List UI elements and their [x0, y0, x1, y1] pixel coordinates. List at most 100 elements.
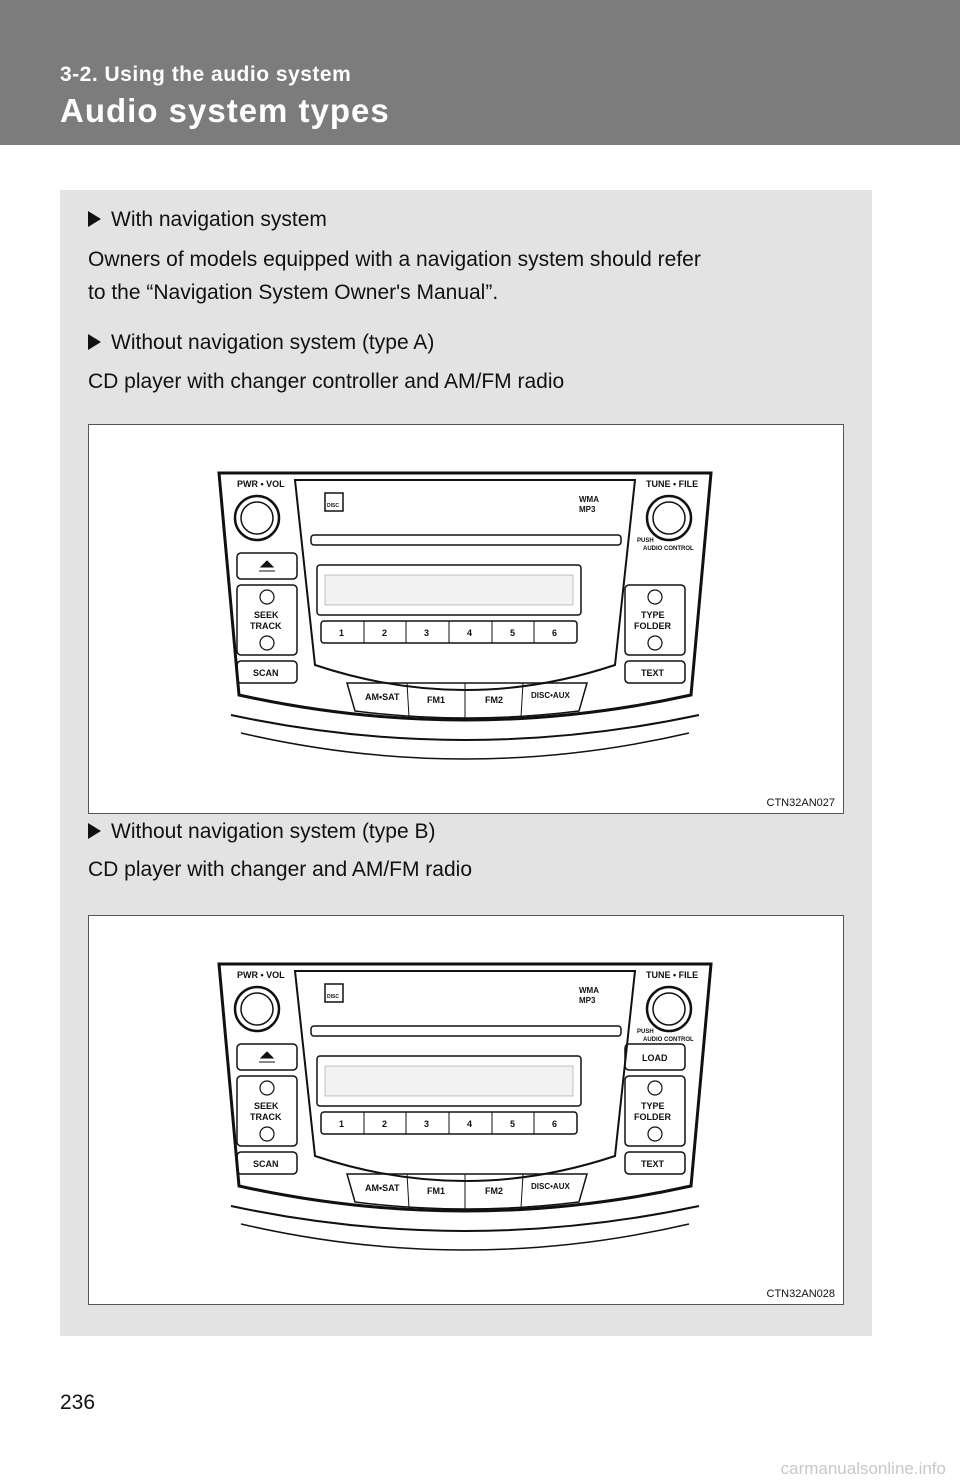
am-sat-label: AM•SAT: [365, 1183, 400, 1193]
chevron-down-icon: [647, 1126, 663, 1142]
figure-audio-type-b: PWR • VOL TUNE • FILE PUSH AUDIO CONTROL…: [88, 915, 844, 1305]
type-folder-button: [624, 1075, 686, 1147]
preset-1-label: 1: [339, 1119, 344, 1129]
item-heading-type-b: Without navigation system (type B): [88, 820, 435, 844]
disc-logo-icon: [324, 492, 344, 512]
preset-buttons: 1 2 3 4 5 6: [320, 620, 578, 644]
load-label: LOAD: [642, 1053, 668, 1063]
fm2-label: FM2: [485, 1186, 503, 1196]
preset-5-label: 5: [510, 1119, 515, 1129]
item-heading-type-a: Without navigation system (type A): [88, 331, 434, 355]
chevron-down-icon: [259, 1126, 275, 1142]
text-label: TEXT: [641, 668, 665, 678]
radio-illustration-type-b: PWR • VOL TUNE • FILE PUSH AUDIO CONTROL…: [217, 962, 713, 1251]
tune-file-knob: [645, 494, 693, 542]
pwr-vol-label: PWR • VOL: [237, 479, 285, 489]
eject-button: [236, 552, 298, 580]
figure-audio-type-a: PWR • VOL TUNE • FILE PUSH AUDIO CONTROL…: [88, 424, 844, 814]
audio-control-label: AUDIO CONTROL: [643, 546, 694, 552]
wma-label: WMA: [579, 986, 599, 995]
folder-label: FOLDER: [634, 1112, 671, 1122]
type-folder-button: [624, 584, 686, 656]
tune-file-label: TUNE • FILE: [646, 970, 698, 980]
scan-button: [236, 1151, 298, 1175]
mp3-label: MP3: [579, 505, 596, 514]
disc-aux-label: DISC•AUX: [531, 691, 570, 700]
figure-code: CTN32AN028: [766, 1288, 835, 1300]
folder-label: FOLDER: [634, 621, 671, 631]
type-label: TYPE: [641, 610, 665, 620]
type-label: TYPE: [641, 1101, 665, 1111]
seek-label: SEEK: [254, 1101, 279, 1111]
item-body-line: CD player with changer controller and AM…: [88, 370, 565, 393]
mp3-label: MP3: [579, 996, 596, 1005]
preset-1-label: 1: [339, 628, 344, 638]
band-buttons: AM•SAT FM1 FM2 DISC•AUX: [346, 1173, 588, 1210]
section-heading: 3-2. Using the audio system: [60, 63, 352, 86]
preset-6-label: 6: [552, 628, 557, 638]
push-label: PUSH: [637, 1029, 654, 1035]
chevron-up-icon: [647, 1080, 663, 1096]
chevron-up-icon: [259, 1080, 275, 1096]
item-body-line: to the “Navigation System Owner's Manual…: [88, 281, 499, 304]
item-body-line: CD player with changer and AM/FM radio: [88, 858, 472, 881]
cd-slot: [310, 1025, 622, 1037]
chevron-up-icon: [647, 589, 663, 605]
disc-logo-icon: [324, 983, 344, 1003]
watermark: carmanualsonline.info: [780, 1459, 946, 1478]
item-heading-navigation: With navigation system: [88, 208, 327, 232]
am-sat-label: AM•SAT: [365, 692, 400, 702]
text-button: [624, 660, 686, 684]
chevron-down-icon: [259, 635, 275, 651]
seek-track-button: [236, 584, 298, 656]
tune-file-label: TUNE • FILE: [646, 479, 698, 489]
tune-file-knob: [645, 985, 693, 1033]
chevron-down-icon: [647, 635, 663, 651]
preset-5-label: 5: [510, 628, 515, 638]
load-button: [624, 1043, 686, 1071]
fm1-label: FM1: [427, 695, 445, 705]
eject-icon: [259, 1051, 275, 1063]
preset-buttons: 1 2 3 4 5 6: [320, 1111, 578, 1135]
preset-3-label: 3: [424, 628, 429, 638]
figure-code: CTN32AN027: [766, 797, 835, 809]
triangle-bullet-icon: [88, 823, 101, 839]
preset-2-label: 2: [382, 1119, 387, 1129]
audio-control-label: AUDIO CONTROL: [643, 1037, 694, 1043]
scan-label: SCAN: [253, 668, 279, 678]
disc-logo-label: DISC: [327, 503, 339, 509]
band-buttons: AM•SAT FM1 FM2 DISC•AUX: [346, 682, 588, 719]
preset-4-label: 4: [467, 628, 472, 638]
triangle-bullet-icon: [88, 211, 101, 227]
item-body-line: Owners of models equipped with a navigat…: [88, 248, 701, 271]
fm2-label: FM2: [485, 695, 503, 705]
track-label: TRACK: [250, 1112, 282, 1122]
triangle-bullet-icon: [88, 334, 101, 350]
cd-slot: [310, 534, 622, 546]
fm1-label: FM1: [427, 1186, 445, 1196]
eject-button: [236, 1043, 298, 1071]
scan-label: SCAN: [253, 1159, 279, 1169]
display-screen: [316, 564, 582, 616]
preset-4-label: 4: [467, 1119, 472, 1129]
push-label: PUSH: [637, 538, 654, 544]
preset-6-label: 6: [552, 1119, 557, 1129]
text-label: TEXT: [641, 1159, 665, 1169]
power-volume-knob: [233, 494, 281, 542]
scan-button: [236, 660, 298, 684]
display-screen: [316, 1055, 582, 1107]
eject-icon: [259, 560, 275, 572]
pwr-vol-label: PWR • VOL: [237, 970, 285, 980]
seek-label: SEEK: [254, 610, 279, 620]
seek-track-button: [236, 1075, 298, 1147]
radio-illustration-type-a: PWR • VOL TUNE • FILE PUSH AUDIO CONTROL…: [217, 471, 713, 760]
disc-aux-label: DISC•AUX: [531, 1182, 570, 1191]
chevron-up-icon: [259, 589, 275, 605]
wma-label: WMA: [579, 495, 599, 504]
track-label: TRACK: [250, 621, 282, 631]
preset-2-label: 2: [382, 628, 387, 638]
page-number: 236: [60, 1391, 96, 1414]
page-header: 3-2. Using the audio system Audio system…: [0, 0, 960, 145]
text-button: [624, 1151, 686, 1175]
power-volume-knob: [233, 985, 281, 1033]
